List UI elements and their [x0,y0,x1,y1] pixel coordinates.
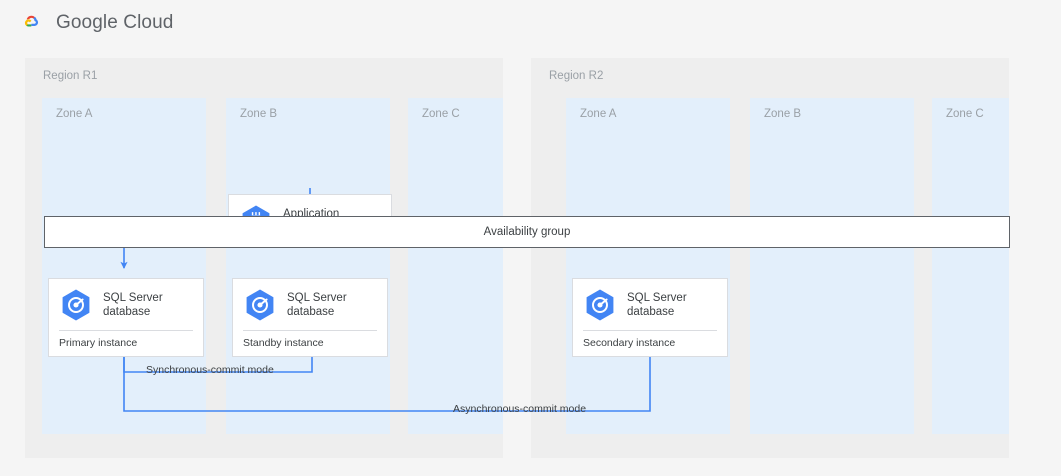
availability-group-label: Availability group [483,226,571,238]
region-r1-zone-b: Zone B [226,98,390,434]
card-divider [583,330,717,331]
region-r1-zone-a-label: Zone A [56,108,93,120]
brand-google: Google [56,12,118,33]
card-divider [59,330,193,331]
brand-cloud: Cloud [123,12,174,33]
standby-database-title: SQL Server [287,291,347,304]
standby-database-card[interactable]: SQL Server database Standby instance [232,278,388,357]
synchronous-commit-label: Synchronous-commit mode [146,364,274,376]
standby-database-title-line2: database [287,306,335,318]
primary-database-card[interactable]: SQL Server database Primary instance [48,278,204,357]
region-r1-label: Region R1 [43,70,98,82]
primary-database-title-line2: database [103,306,151,318]
google-cloud-logo-icon [24,15,39,27]
region-r2-zone-a: Zone A [566,98,730,434]
standby-database-footer: Standby instance [243,337,324,349]
region-r2-label: Region R2 [549,70,604,82]
sql-server-database-icon [586,289,614,321]
brand-wordmark: Google Cloud [56,12,173,34]
availability-group-bar[interactable]: Availability group [44,216,1010,248]
page-header: Google Cloud [0,0,1061,46]
region-r2-zone-b: Zone B [750,98,914,434]
secondary-database-title-line2: database [627,306,675,318]
secondary-database-footer: Secondary instance [583,337,676,349]
wire-asynchronous-commit [123,345,654,412]
sql-server-database-icon [246,289,274,321]
secondary-database-title: SQL Server [627,291,687,304]
secondary-database-card[interactable]: SQL Server database Secondary instance [572,278,728,357]
region-r2-zone-c: Zone C [932,98,1009,434]
card-divider [243,330,377,331]
sql-server-database-icon [62,289,90,321]
asynchronous-commit-label: Asynchronous-commit mode [453,403,587,415]
primary-database-footer: Primary instance [59,337,138,349]
region-r1-zone-c: Zone C [408,98,503,434]
region-r2-zone-c-label: Zone C [946,108,984,120]
primary-database-title: SQL Server [103,291,163,304]
region-r1-zone-c-label: Zone C [422,108,460,120]
region-r2-zone-b-label: Zone B [764,108,802,120]
wire-availability-group-to-primary [120,245,310,270]
architecture-diagram: Region R1 Zone A Zone B Zone C Region R2… [0,46,1061,476]
region-r2-zone-a-label: Zone A [580,108,617,120]
region-r1-zone-b-label: Zone B [240,108,278,120]
